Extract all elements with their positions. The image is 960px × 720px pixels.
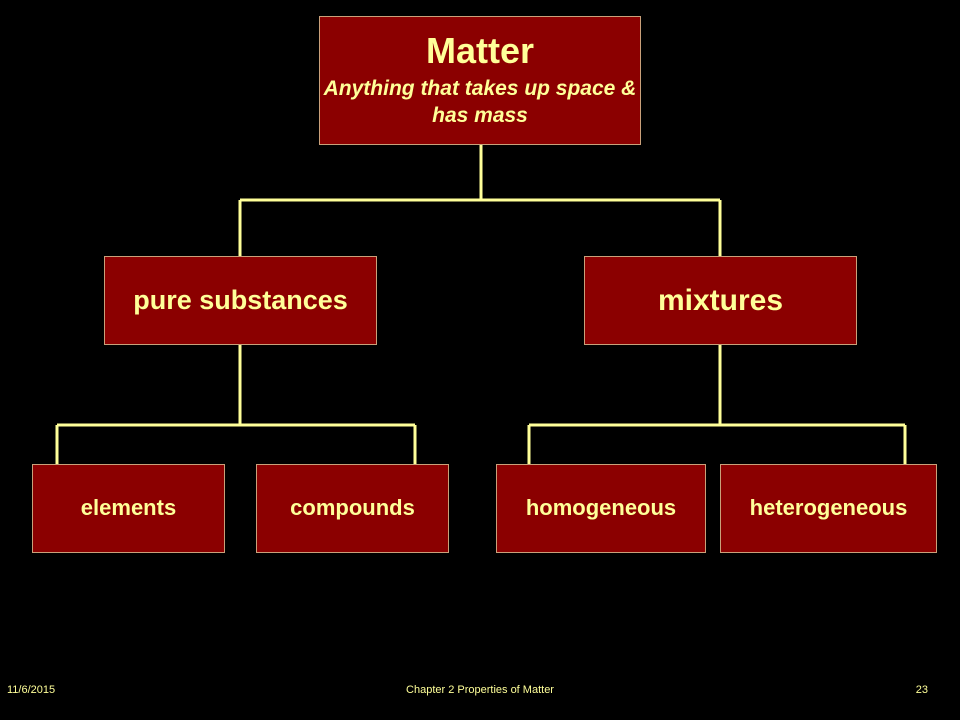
node-heterogeneous-label: heterogeneous bbox=[749, 495, 908, 521]
node-matter: Matter Anything that takes up space & ha… bbox=[319, 16, 641, 145]
node-elements-label: elements bbox=[80, 495, 177, 521]
node-mixtures: mixtures bbox=[584, 256, 857, 345]
node-matter-title: Matter bbox=[425, 30, 535, 72]
node-compounds-label: compounds bbox=[290, 495, 415, 521]
node-pure-substances-label: pure substances bbox=[133, 284, 348, 315]
footer-title: Chapter 2 Properties of Matter bbox=[406, 684, 554, 696]
node-pure-substances: pure substances bbox=[104, 256, 377, 345]
node-compounds: compounds bbox=[256, 464, 449, 553]
node-matter-description: Anything that takes up space & has mass bbox=[323, 77, 637, 128]
node-heterogeneous: heterogeneous bbox=[720, 464, 937, 553]
node-homogeneous-label: homogeneous bbox=[525, 495, 677, 521]
footer-date: 11/6/2015 bbox=[7, 684, 56, 696]
node-mixtures-label: mixtures bbox=[657, 284, 784, 317]
node-homogeneous: homogeneous bbox=[496, 464, 706, 553]
node-elements: elements bbox=[32, 464, 225, 553]
footer-page-number: 23 bbox=[915, 684, 928, 696]
